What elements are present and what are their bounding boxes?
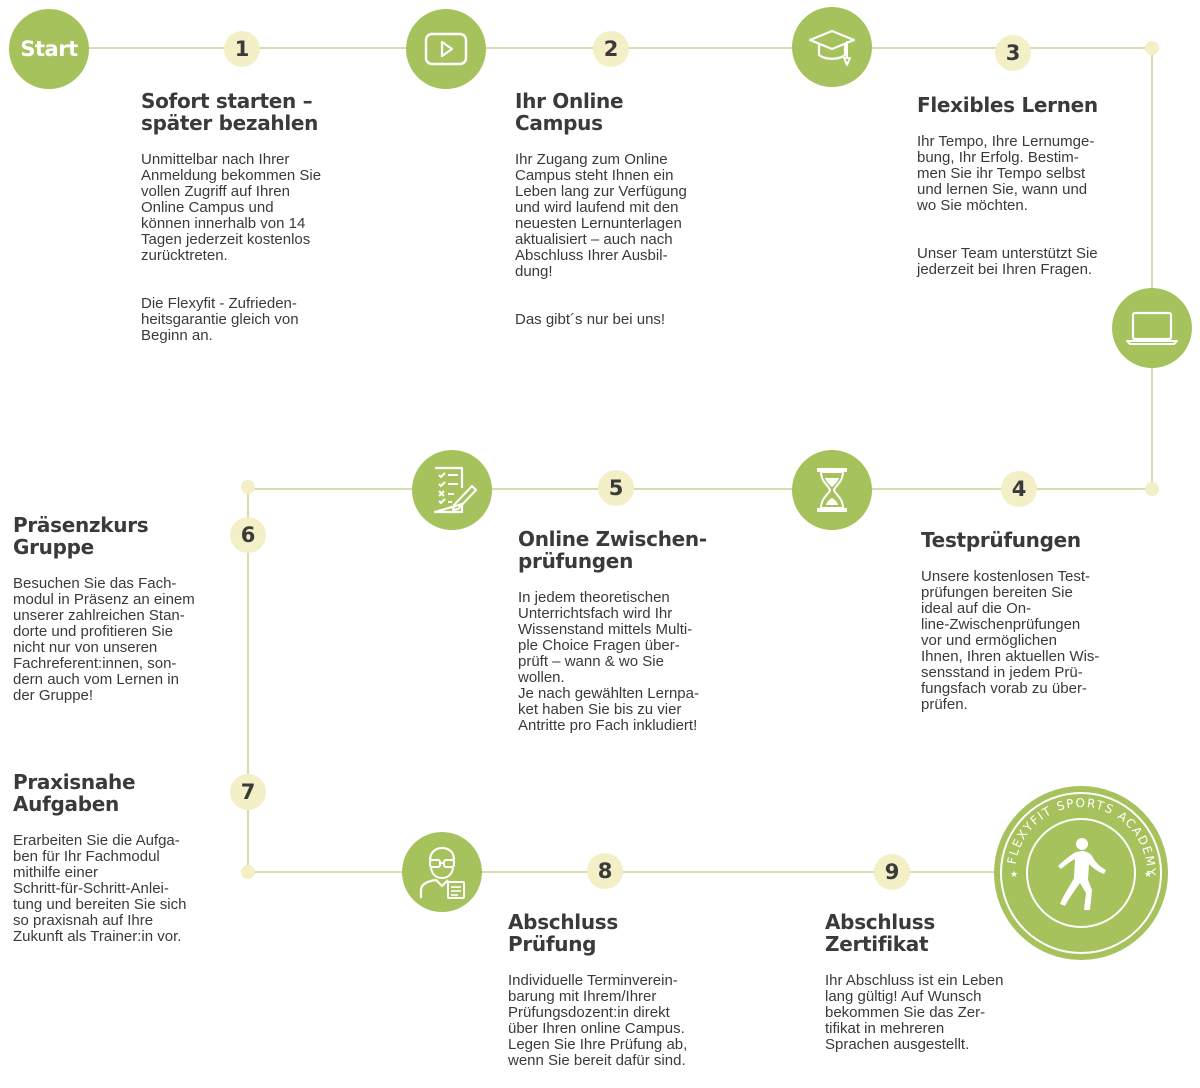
person-with-clipboard-icon [402, 832, 482, 912]
connector-dot [241, 865, 255, 879]
step-description: Unmittelbar nach Ihrer Anmeldung bekomme… [141, 151, 322, 344]
step-title: Flexibles Lernen [917, 93, 1098, 117]
step-number-9: 9 [874, 854, 910, 890]
step-title: Praxisnahe Aufgaben [13, 770, 136, 816]
play-video-icon [406, 9, 486, 89]
step-title: Ihr Online Campus [515, 89, 624, 135]
step-description: Unsere kostenlosen Test- prüfungen berei… [921, 568, 1100, 713]
step-description: Erarbeiten Sie die Aufga- ben für Ihr Fa… [13, 832, 187, 945]
step-block-7: Praxisnahe Aufgaben Erarbeiten Sie die A… [13, 771, 218, 961]
step-number-5: 5 [598, 470, 634, 506]
step-block-9: Abschluss Zertifikat Ihr Abschluss ist e… [825, 911, 1035, 1069]
step-block-2: Ihr Online Campus Ihr Zugang zum Online … [515, 90, 715, 344]
step-number-2: 2 [593, 31, 629, 67]
step-block-1: Sofort starten – später bezahlen Unmitte… [141, 90, 341, 360]
step-description: In jedem theoretischen Unterrichtsfach w… [518, 589, 699, 734]
step-description: Individuelle Terminverein- barung mit Ih… [508, 972, 688, 1069]
step-number-7: 7 [230, 774, 266, 810]
step-description: Ihr Tempo, Ihre Lernumge- bung, Ihr Erfo… [917, 133, 1098, 278]
step-block-3: Flexibles Lernen Ihr Tempo, Ihre Lernumg… [917, 94, 1117, 294]
step-title: Abschluss Prüfung [508, 910, 618, 956]
step-description: Ihr Abschluss ist ein Leben lang gültig!… [825, 972, 1004, 1053]
academy-seal-icon: FLEXYFIT SPORTS ACADEMY ★ ★ [994, 786, 1168, 960]
graduation-cap-icon [792, 7, 872, 87]
step-description: Ihr Zugang zum Online Campus steht Ihnen… [515, 151, 687, 328]
start-label: Start [20, 37, 78, 61]
step-number-8: 8 [587, 853, 623, 889]
svg-text:★: ★ [1010, 870, 1018, 880]
step-title: Testprüfungen [921, 528, 1081, 552]
step-number-3: 3 [995, 35, 1031, 71]
step-title: Online Zwischen- prüfungen [518, 527, 707, 573]
step-block-8: Abschluss Prüfung Individuelle Terminver… [508, 911, 718, 1085]
step-block-4: Testprüfungen Unsere kostenlosen Test- p… [921, 529, 1121, 729]
step-description: Besuchen Sie das Fach- modul in Präsenz … [13, 575, 195, 704]
svg-text:★: ★ [1144, 870, 1152, 880]
step-title: Präsenzkurs Gruppe [13, 513, 149, 559]
laptop-icon [1112, 288, 1192, 368]
step-block-5: Online Zwischen- prüfungen In jedem theo… [518, 528, 728, 750]
step-number-1: 1 [224, 31, 260, 67]
step-number-6: 6 [230, 517, 266, 553]
step-number-4: 4 [1001, 471, 1037, 507]
checklist-icon [412, 450, 492, 530]
step-title: Abschluss Zertifikat [825, 910, 935, 956]
connector-dot [1145, 482, 1159, 496]
connector-dot [241, 480, 255, 494]
connector-dot [1145, 41, 1159, 55]
step-title: Sofort starten – später bezahlen [141, 89, 319, 135]
start-circle: Start [9, 9, 89, 89]
step-block-6: Präsenzkurs Gruppe Besuchen Sie das Fach… [13, 514, 218, 720]
hourglass-icon [792, 450, 872, 530]
